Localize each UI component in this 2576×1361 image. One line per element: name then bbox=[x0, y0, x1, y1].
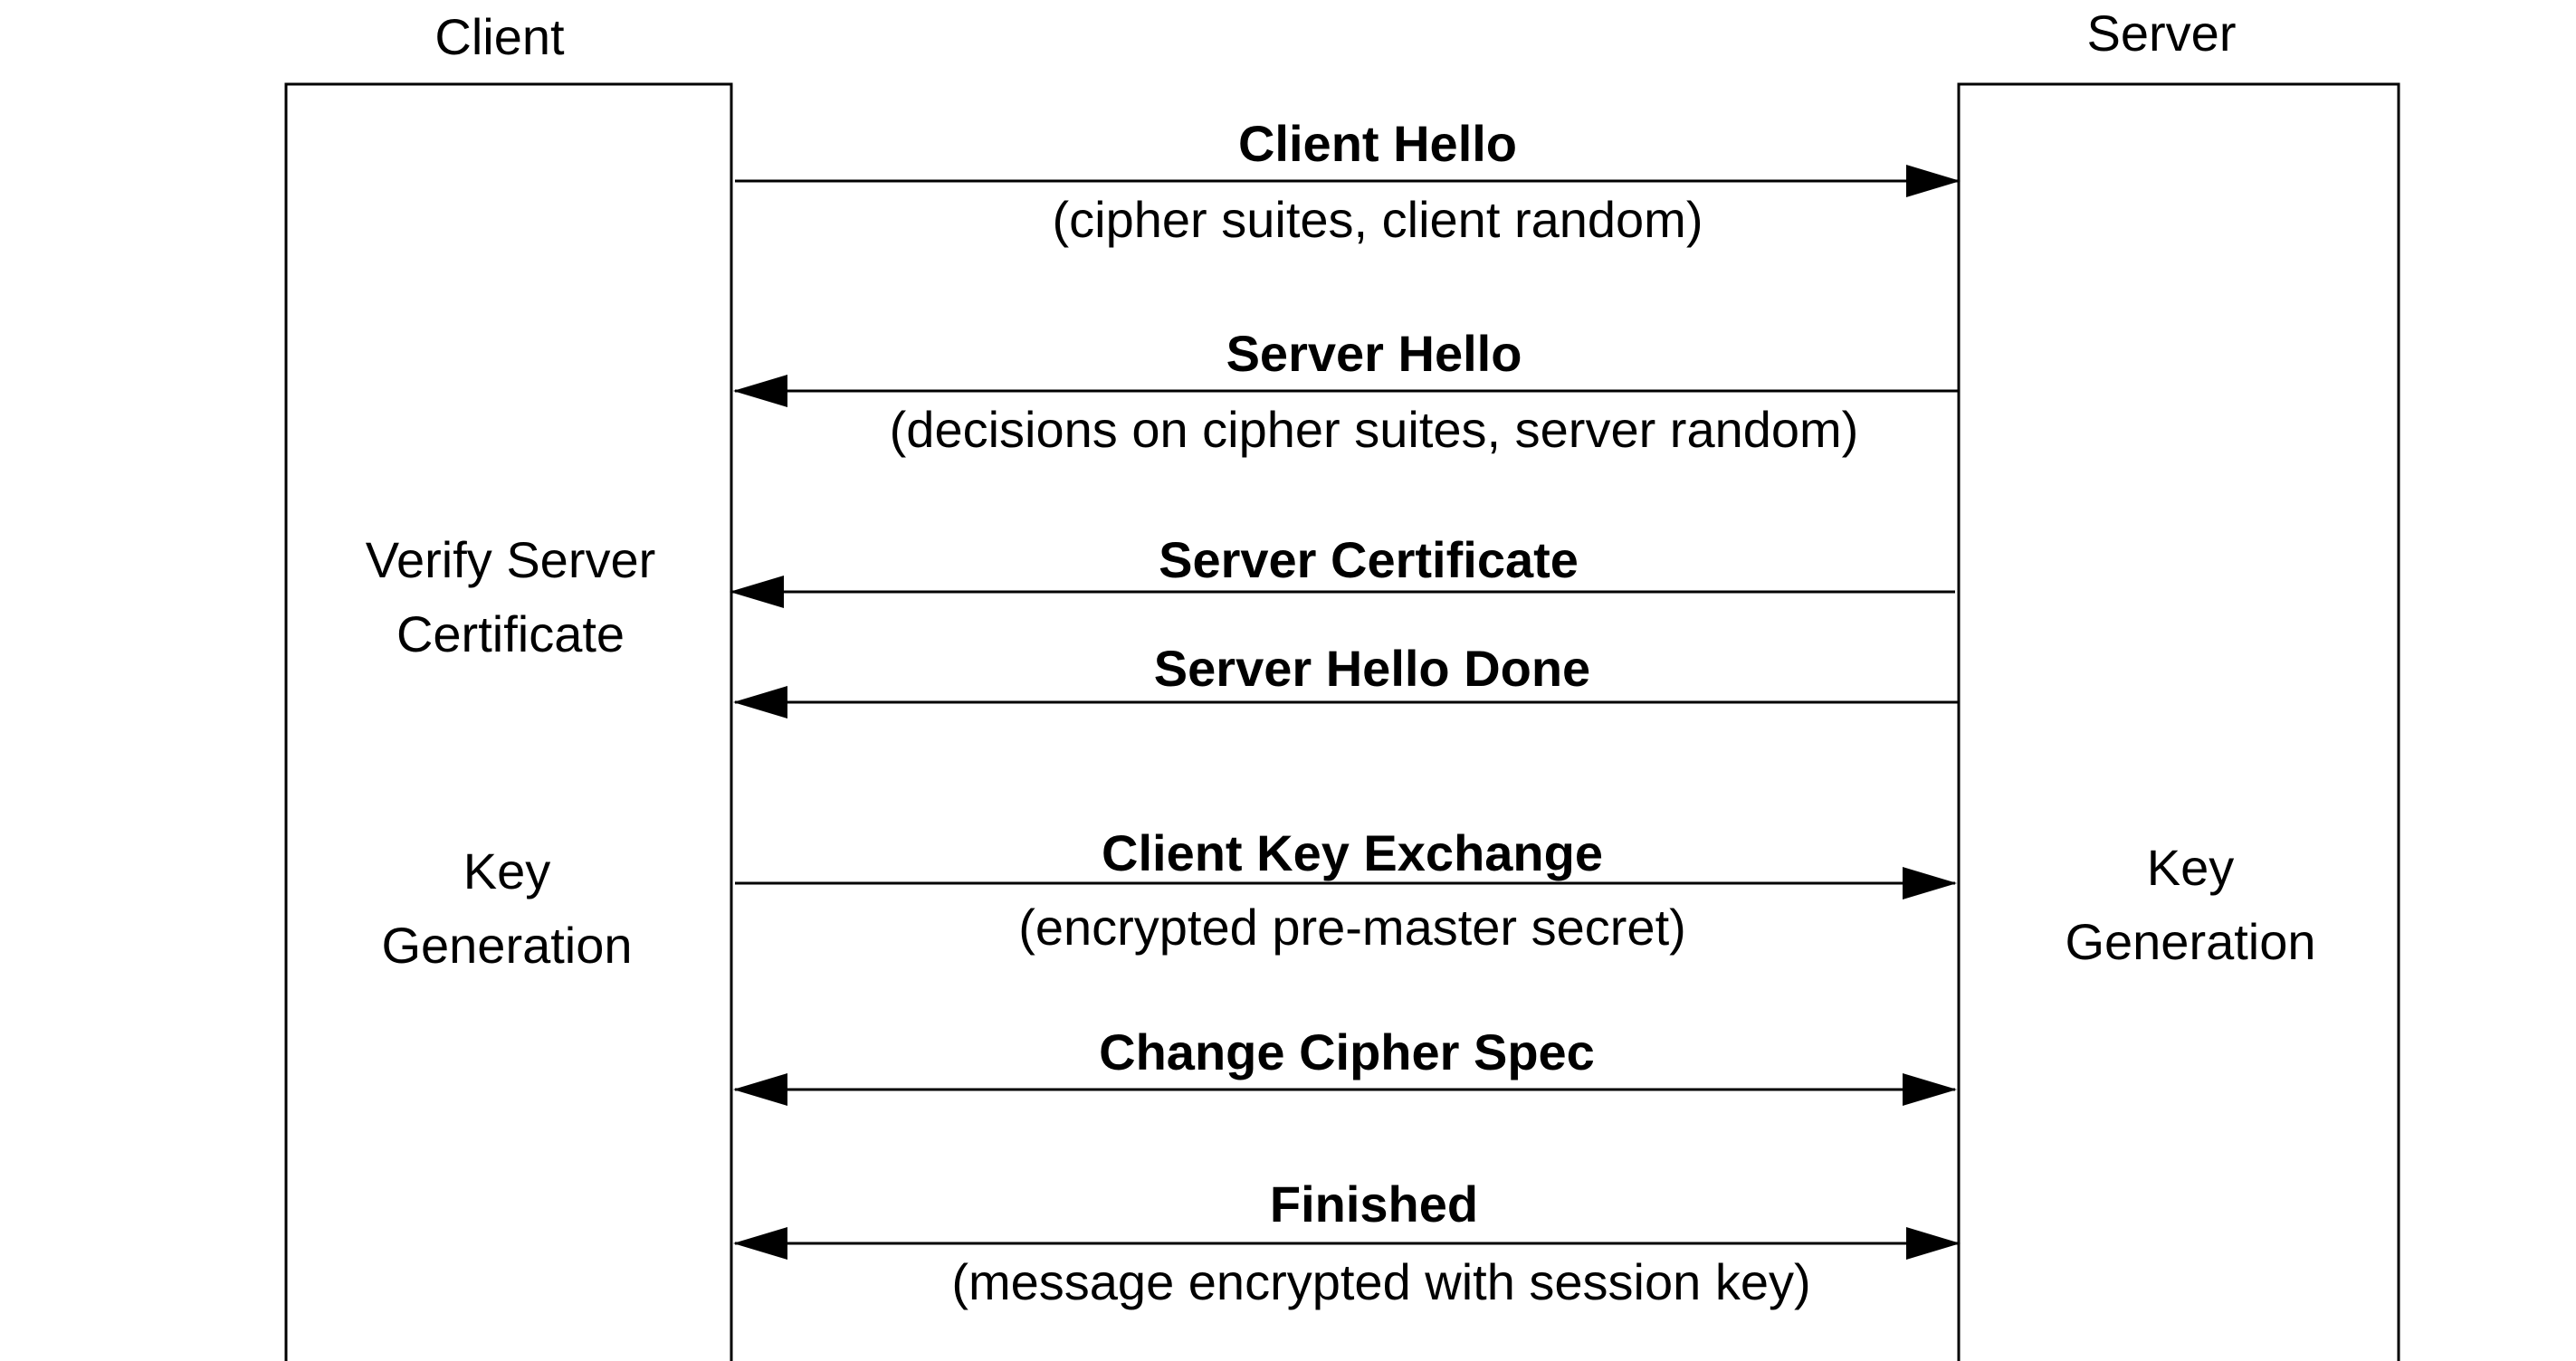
server-hello-subtitle: (decisions on cipher suites, server rand… bbox=[890, 401, 1859, 458]
client-keygen-label-line2: Generation bbox=[381, 917, 632, 974]
client-verify-label-line2: Certificate bbox=[396, 605, 625, 662]
change-cipher-spec-title: Change Cipher Spec bbox=[1099, 1023, 1595, 1080]
client-box bbox=[284, 82, 733, 1361]
client-verify-label-line1: Verify Server bbox=[366, 531, 656, 588]
server-header: Server bbox=[2087, 5, 2237, 62]
server-keygen-label-line1: Key bbox=[2147, 839, 2235, 896]
finished-title: Finished bbox=[1270, 1175, 1478, 1233]
finished-subtitle: (message encrypted with session key) bbox=[951, 1253, 1810, 1310]
server-box bbox=[1957, 82, 2400, 1361]
client-hello-subtitle: (cipher suites, client random) bbox=[1053, 191, 1703, 248]
server-hello-done-title: Server Hello Done bbox=[1154, 640, 1590, 697]
server-keygen-label-line2: Generation bbox=[2065, 913, 2315, 970]
server-hello-title: Server Hello bbox=[1226, 325, 1522, 382]
client-key-exchange-subtitle: (encrypted pre-master secret) bbox=[1018, 899, 1686, 956]
client-keygen-label-line1: Key bbox=[463, 842, 551, 899]
client-key-exchange-title: Client Key Exchange bbox=[1102, 824, 1603, 881]
client-header: Client bbox=[434, 8, 565, 65]
client-hello-title: Client Hello bbox=[1238, 115, 1517, 172]
server-certificate-title: Server Certificate bbox=[1159, 531, 1579, 588]
